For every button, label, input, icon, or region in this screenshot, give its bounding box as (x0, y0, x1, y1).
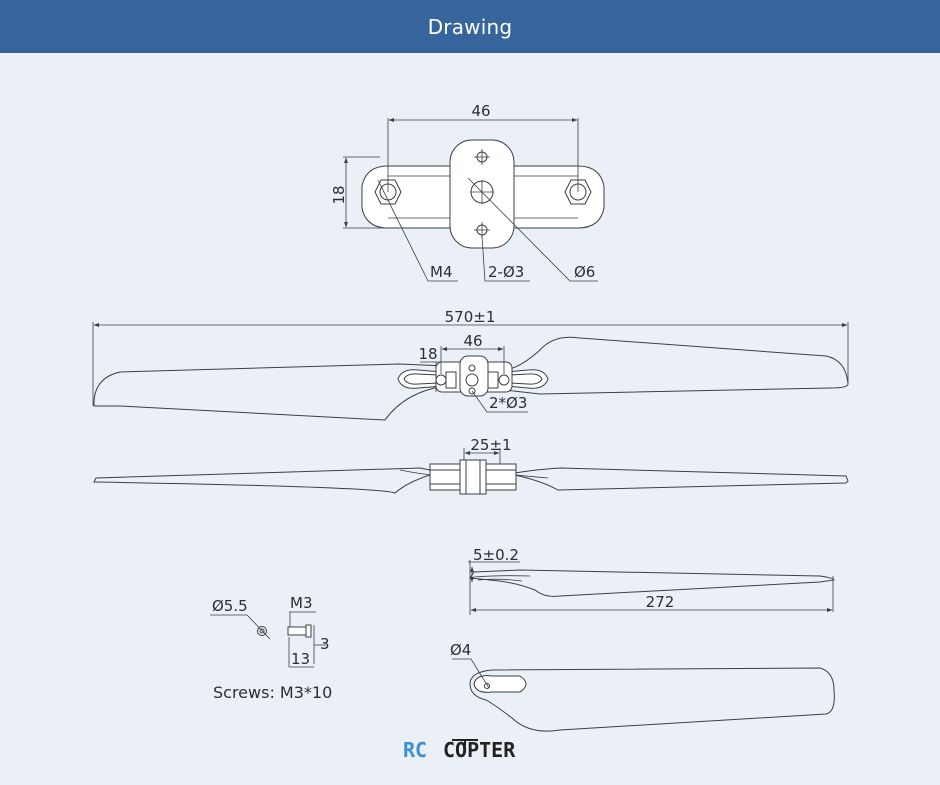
hub-bar-outline-right (511, 165, 605, 229)
blade-root-view: Ø4 (450, 641, 835, 732)
blade-dim-thickness: 5±0.2 (473, 546, 519, 564)
blade-root-hole (484, 683, 490, 689)
hub-detail-view: 46 18 M4 2-Ø3 Ø6 (330, 102, 605, 282)
page-header: Drawing (0, 0, 940, 53)
screw-dim-length: 13 (291, 650, 310, 668)
right-blade-side (509, 467, 849, 491)
side-view-hub-right (485, 463, 517, 491)
side-dim-height: 25±1 (470, 436, 511, 454)
hub-callout-bolt: M4 (430, 263, 453, 281)
logo-copter-text: COPTER (443, 738, 516, 762)
left-blade-side (93, 467, 441, 494)
side-view-hub-center (459, 459, 487, 495)
rc-copter-logo: RC COPTER (403, 738, 516, 762)
blade-root-outline (469, 667, 835, 732)
prop-side-view: 25±1 (93, 436, 849, 495)
blade-side-outline (469, 569, 835, 597)
prop-dim-span: 570±1 (445, 308, 496, 326)
top-callout-holes: 2*Ø3 (489, 394, 527, 412)
screw-head (305, 624, 312, 638)
hub-dim-height: 18 (330, 185, 348, 204)
page-title: Drawing (427, 14, 513, 39)
right-blade-top (504, 336, 849, 395)
top-dim-hub-width: 46 (463, 332, 482, 350)
hub-dim-width: 46 (471, 102, 490, 120)
screw-head-view (257, 626, 267, 636)
blade-root-callout-hole: Ø4 (450, 641, 471, 659)
prop-top-view: 570±1 46 (92, 308, 849, 421)
hub-bar-outline (361, 165, 453, 229)
side-view-hub-left (429, 463, 461, 491)
screw-dim-head-thickness: 3 (320, 635, 330, 653)
screw-caption: Screws: M3*10 (213, 683, 332, 702)
left-blade-top (93, 363, 446, 421)
blade-dim-length: 272 (646, 593, 675, 611)
hub-callout-center: Ø6 (574, 263, 595, 281)
screw-dim-head: Ø5.5 (212, 597, 248, 615)
blade-side-view: 5±0.2 272 (468, 546, 835, 615)
top-dim-hub-height: 18 (418, 345, 437, 363)
screw-dim-thread: M3 (290, 594, 313, 612)
hub-callout-holes: 2-Ø3 (488, 263, 524, 281)
screw-detail: Ø5.5 M3 3 13 Screws: M3*10 (210, 594, 332, 702)
logo-rc-text: RC (403, 738, 427, 762)
